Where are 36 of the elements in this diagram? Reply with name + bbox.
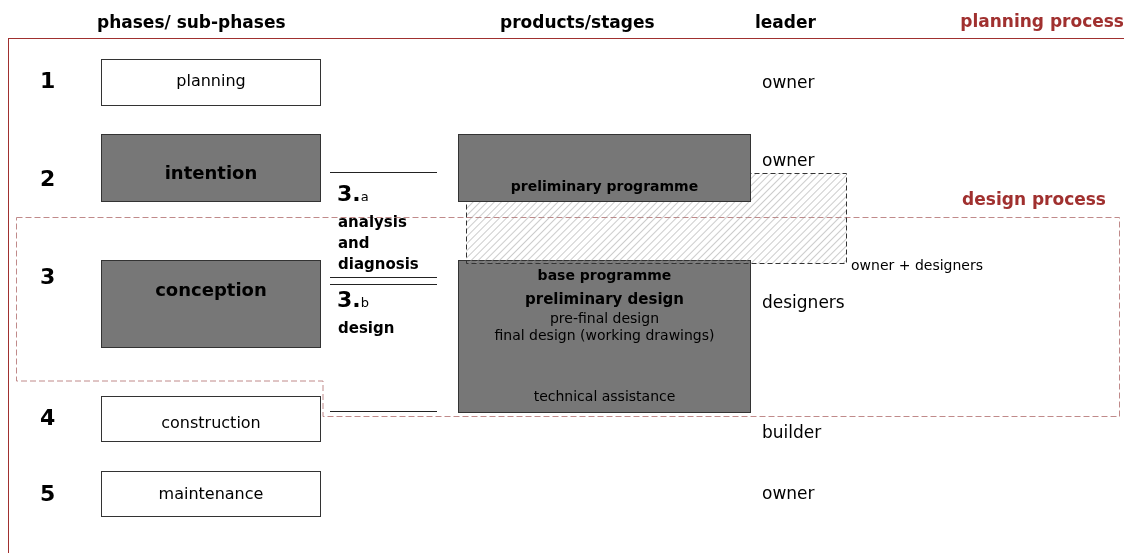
box-text: technical assistance xyxy=(533,388,676,404)
phase-number: 3 xyxy=(40,264,56,289)
region-title: design process xyxy=(962,189,1106,209)
phase-number: 2 xyxy=(40,166,56,191)
leader-name: owner xyxy=(762,150,815,170)
phase-number: 4 xyxy=(40,405,56,430)
product-box xyxy=(458,260,751,413)
box-heading: base programme xyxy=(537,267,672,283)
box-text: construction xyxy=(161,413,261,432)
box-text: final design (working drawings) xyxy=(494,327,715,343)
phase-box xyxy=(101,396,321,442)
frame-title: planning process xyxy=(960,11,1124,31)
box-text: preliminary design xyxy=(525,290,684,308)
side-label: owner + designers xyxy=(851,257,983,273)
column-heading: phases/ sub-phases xyxy=(97,12,286,32)
leader-name: owner xyxy=(762,72,815,92)
phase-number: 1 xyxy=(40,68,56,93)
column-heading: leader xyxy=(755,12,816,32)
box-text: preliminary programme xyxy=(510,178,699,194)
product-box xyxy=(458,134,751,202)
leader-name: designers xyxy=(762,292,845,312)
sub-phase-name: design xyxy=(338,319,395,337)
leader-name: owner xyxy=(762,483,815,503)
column-heading: products/stages xyxy=(500,12,655,32)
box-text: conception xyxy=(155,279,267,300)
phase-number: 5 xyxy=(40,481,56,506)
box-text: intention xyxy=(164,162,258,183)
phase-box xyxy=(101,260,321,348)
phase-box xyxy=(101,471,321,517)
box-text: maintenance xyxy=(158,484,264,503)
phase-box xyxy=(101,59,321,106)
box-text: pre-final design xyxy=(549,310,660,326)
box-text: planning xyxy=(176,71,246,90)
leader-name: builder xyxy=(762,422,822,442)
sub-phase-name: analysis and diagnosis xyxy=(338,212,420,275)
phase-box xyxy=(101,134,321,202)
